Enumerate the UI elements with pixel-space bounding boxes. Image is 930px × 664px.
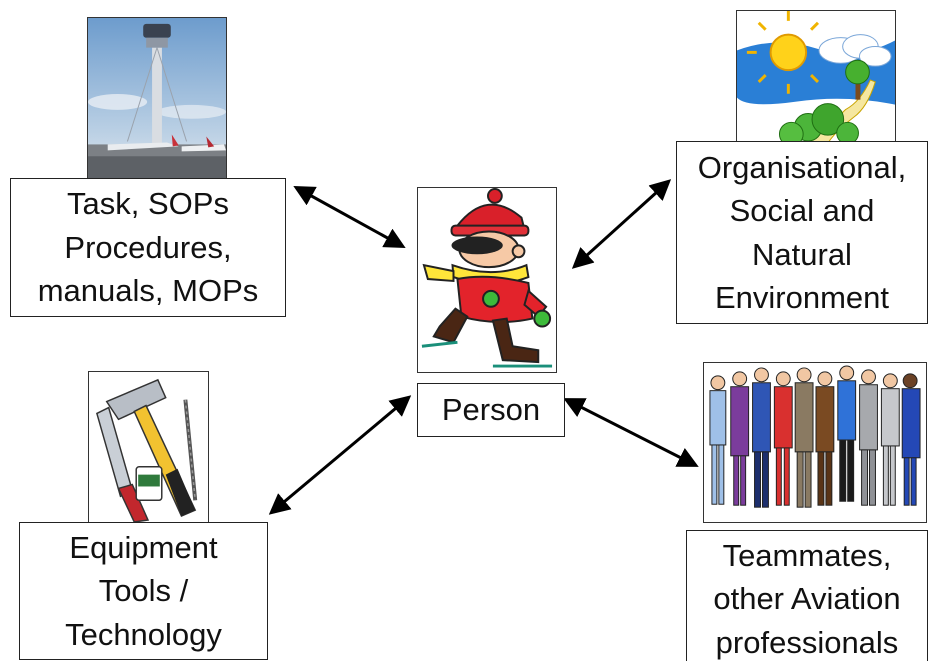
equipment-line-1: Equipment <box>69 529 218 565</box>
teammates-line-3: professionals <box>715 624 899 660</box>
person-box: Person <box>417 383 565 437</box>
sun-cloud-tree-landscape-icon <box>736 10 896 144</box>
equipment-line-3: Technology <box>65 616 222 652</box>
arrow-equipment-person <box>268 395 412 515</box>
arrow-task-person <box>293 185 406 249</box>
environment-box: Organisational, Social and Natural Envir… <box>676 141 928 324</box>
environment-line-2: Social and <box>729 193 875 229</box>
environment-line-3: Natural <box>752 236 852 272</box>
arrow-environment-person <box>571 179 672 269</box>
teammates-line-2: other Aviation <box>713 581 901 617</box>
task-line-3: manuals, MOPs <box>37 273 259 309</box>
task-sops-box: Task, SOPs Procedures, manuals, MOPs <box>10 178 286 317</box>
arrow-teammates-person <box>563 398 699 467</box>
equipment-line-2: Tools / <box>98 573 189 609</box>
group-of-people-icon <box>703 362 927 523</box>
hammer-wrench-tools-icon <box>88 371 209 523</box>
equipment-box: Equipment Tools / Technology <box>19 522 268 660</box>
environment-line-1: Organisational, <box>697 149 907 185</box>
control-tower-photo <box>87 17 227 179</box>
person-label: Person <box>441 392 541 428</box>
task-line-2: Procedures, <box>64 229 232 265</box>
task-line-1: Task, SOPs <box>67 186 229 222</box>
environment-line-4: Environment <box>714 279 889 315</box>
cartoon-skater-icon <box>417 187 557 373</box>
teammates-box: Teammates, other Aviation professionals <box>686 530 928 661</box>
teammates-line-1: Teammates, <box>722 537 892 573</box>
